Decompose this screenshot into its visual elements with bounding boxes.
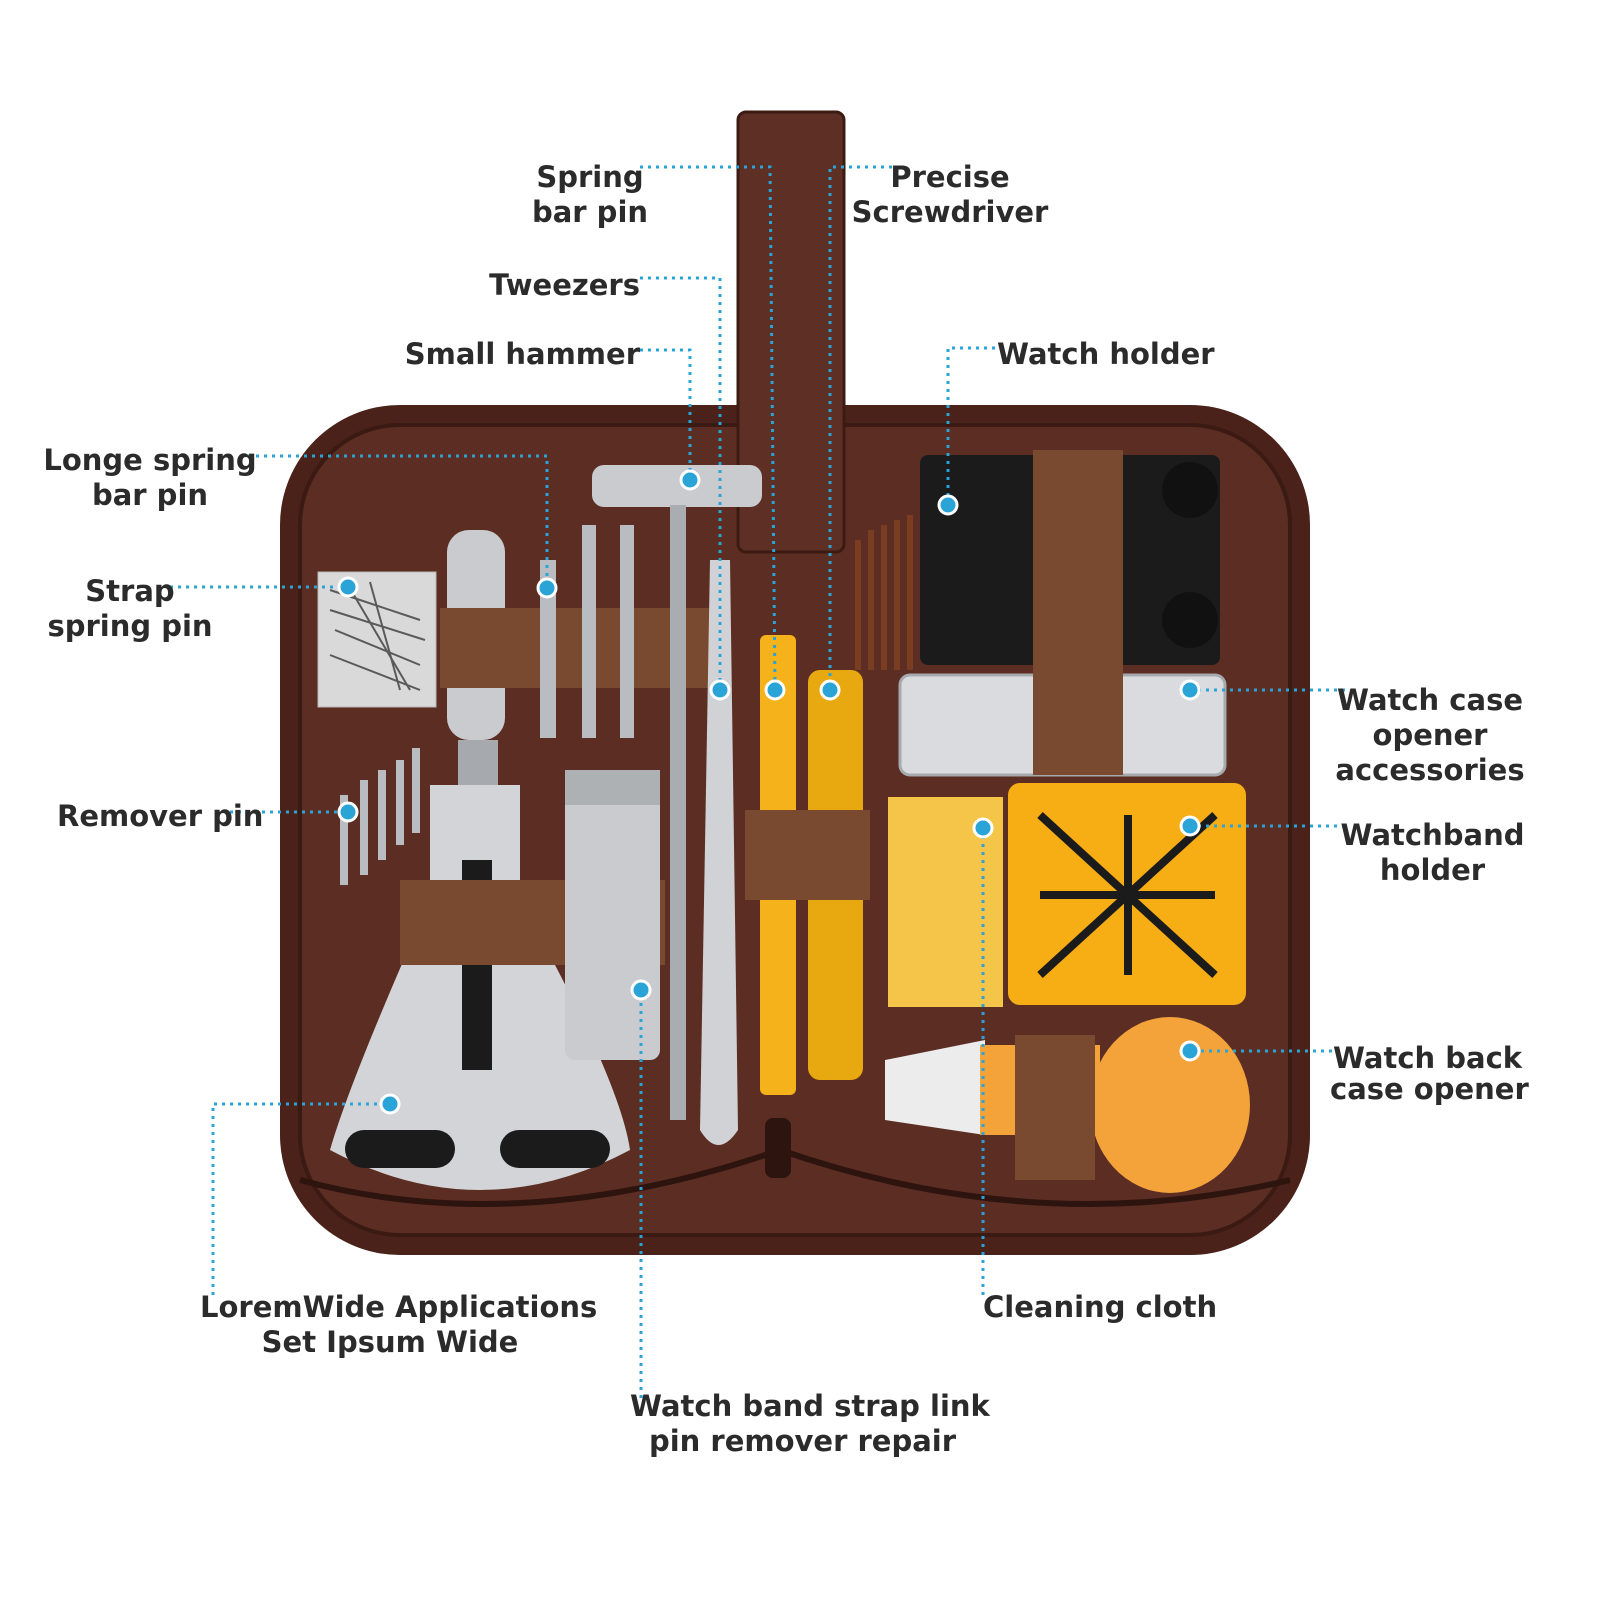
handle-strap: [736, 110, 846, 554]
label-line: Spring: [536, 160, 644, 194]
label-cleaning-cloth: Cleaning cloth: [983, 1290, 1243, 1325]
label-line: pin remover repair: [648, 1424, 957, 1458]
strap-loop-right: [745, 810, 870, 900]
dot-watchband-holder: [1179, 815, 1201, 837]
label-line: Longe spring: [43, 443, 257, 477]
dot-tweezers: [709, 679, 731, 701]
label-line: Strap: [85, 574, 175, 608]
dot-loremwide: [379, 1093, 401, 1115]
pin-bag: [317, 571, 437, 708]
label-line: Watch back: [1332, 1041, 1523, 1075]
label-loremwide: LoremWide Applications Set Ipsum Wide: [200, 1290, 598, 1360]
label-line: bar pin: [531, 195, 649, 229]
hammer-handle: [670, 505, 686, 1120]
label-line: Watch band strap link: [630, 1389, 990, 1423]
label-line: Cleaning cloth: [983, 1290, 1218, 1324]
dot-longe-spring-bar-pin: [536, 577, 558, 599]
dot-strap-spring-pin: [337, 576, 359, 598]
label-line: opener: [1372, 718, 1488, 752]
elastic-strap-lower: [1033, 665, 1123, 775]
label-line: Tweezers: [489, 268, 640, 302]
label-line: Remover pin: [57, 799, 264, 833]
label-line: Watch case: [1336, 683, 1523, 717]
case-opener-ball: [1090, 1017, 1250, 1193]
label-watch-holder: Watch holder: [997, 337, 1257, 372]
label-line: spring pin: [47, 609, 213, 643]
label-line: Watch holder: [997, 337, 1215, 371]
label-watch-back-case-opener: Watch back case opener: [1330, 1041, 1529, 1106]
dot-link-remover: [630, 979, 652, 1001]
label-strap-spring-pin: Strap spring pin: [40, 574, 220, 644]
label-watchband-holder: Watchband holder: [1340, 818, 1525, 888]
link-remover: [565, 770, 660, 1060]
dot-precise-screwdriver: [819, 679, 841, 701]
label-remover-pin: Remover pin: [57, 799, 264, 834]
dot-watch-case-accessories: [1179, 679, 1201, 701]
hammer-head: [592, 465, 762, 507]
label-precise-screwdriver: Precise Screwdriver: [850, 160, 1050, 230]
label-line: bar pin: [91, 478, 209, 512]
label-line: LoremWide Applications: [200, 1290, 598, 1324]
label-line: Watchband: [1340, 818, 1525, 852]
label-line: holder: [1379, 853, 1486, 887]
leader-small-hammer: [640, 348, 692, 480]
dot-small-hammer: [679, 469, 701, 491]
leader-precise-screwdriver: [828, 165, 892, 690]
leader-spring-bar-pin: [640, 165, 777, 691]
strap-loop-top: [440, 608, 710, 688]
dot-watch-holder: [937, 494, 959, 516]
label-line: Set Ipsum Wide: [261, 1325, 519, 1359]
dot-cleaning-cloth: [972, 817, 994, 839]
leader-longe-spring-bar-pin: [248, 454, 549, 588]
label-line: Small hammer: [404, 337, 640, 371]
label-line: accessories: [1335, 753, 1525, 787]
label-line: case opener: [1330, 1072, 1529, 1106]
zipper-pull: [765, 1118, 791, 1178]
label-line: Screwdriver: [851, 195, 1049, 229]
label-small-hammer: Small hammer: [380, 337, 640, 372]
dot-watch-back-opener: [1179, 1040, 1201, 1062]
case-opener-rubber: [885, 1040, 985, 1135]
label-watch-case-opener-accessories: Watch case opener accessories: [1335, 683, 1525, 788]
dot-remover-pin: [337, 801, 359, 823]
leader-tweezers: [640, 276, 722, 690]
label-tweezers: Tweezers: [440, 268, 640, 303]
label-watch-band-strap-link: Watch band strap link pin remover repair: [630, 1389, 990, 1459]
tweezers: [700, 560, 738, 1145]
label-line: Precise: [890, 160, 1010, 194]
label-spring-bar-pin: Spring bar pin: [520, 160, 660, 230]
label-longe-spring-bar-pin: Longe spring bar pin: [40, 443, 260, 513]
dot-spring-bar-pin: [764, 679, 786, 701]
